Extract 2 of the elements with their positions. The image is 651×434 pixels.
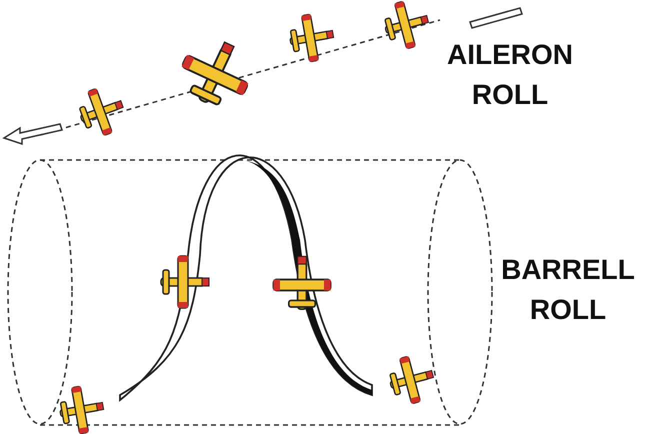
maneuver-label: BARRELL ROLL <box>500 253 636 327</box>
maneuver-label: AILERON ROLL <box>446 38 574 112</box>
